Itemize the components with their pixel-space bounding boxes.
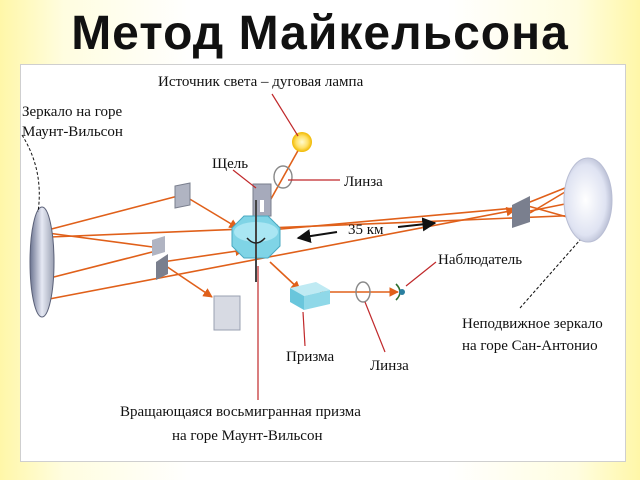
label-mirror-wilson-1: Зеркало на горе (22, 104, 122, 120)
slit-opening (260, 200, 264, 212)
rotating-prism-icon (231, 200, 281, 282)
observer-eye-icon (395, 283, 405, 301)
mirror-mount-wilson-icon (29, 206, 55, 318)
beam-i (159, 261, 213, 298)
light-beams (39, 146, 586, 301)
label-lens-bottom: Линза (370, 358, 409, 374)
beam-d (41, 249, 161, 283)
label-observer: Наблюдатель (438, 252, 522, 268)
label-lens-top: Линза (344, 174, 383, 190)
page-title: Метод Майкельсона (71, 7, 569, 60)
small-mirror-1-icon (174, 182, 191, 209)
pointer-lines (232, 93, 437, 400)
prism-icon (290, 282, 330, 310)
label-prism: Призма (286, 349, 334, 365)
fixed-mirror-san-antonio-icon (563, 157, 613, 243)
light-source-icon (292, 132, 312, 152)
beam-k (269, 261, 301, 291)
label-fixed-mirror-1: Неподвижное зеркало (462, 316, 603, 332)
diagram-panel (20, 64, 626, 462)
pointer-fixed-mirror (519, 239, 581, 309)
label-fixed-mirror-2: на горе Сан-Антонио (462, 338, 598, 354)
small-mirror-right-icon (512, 196, 530, 228)
label-mirror-wilson-2: Маунт-Вильсон (22, 124, 123, 140)
label-slit: Щель (212, 156, 248, 172)
label-rotating-prism-2: на горе Маунт-Вильсон (172, 428, 322, 444)
pointer-mirror-left (21, 134, 40, 213)
label-source: Источник света – дуговая лампа (158, 74, 364, 90)
beam-c (39, 231, 161, 249)
lens-top-icon (273, 165, 293, 189)
small-mirror-3-icon (156, 254, 168, 280)
distance-arrow-right (397, 217, 437, 232)
lens-bottom-icon (355, 281, 371, 303)
beam-b (39, 195, 179, 235)
label-distance: 35 км (348, 222, 384, 238)
small-mirror-4-icon (213, 295, 241, 331)
small-mirror-2-icon (152, 236, 165, 256)
beam-to-fixed-mirror-1 (43, 206, 516, 301)
beam-j (161, 246, 245, 263)
distance-arrow-left (296, 229, 338, 244)
label-rotating-prism-1: Вращающаяся восьмигранная призма (120, 404, 361, 420)
beam-return-mid (269, 207, 516, 235)
